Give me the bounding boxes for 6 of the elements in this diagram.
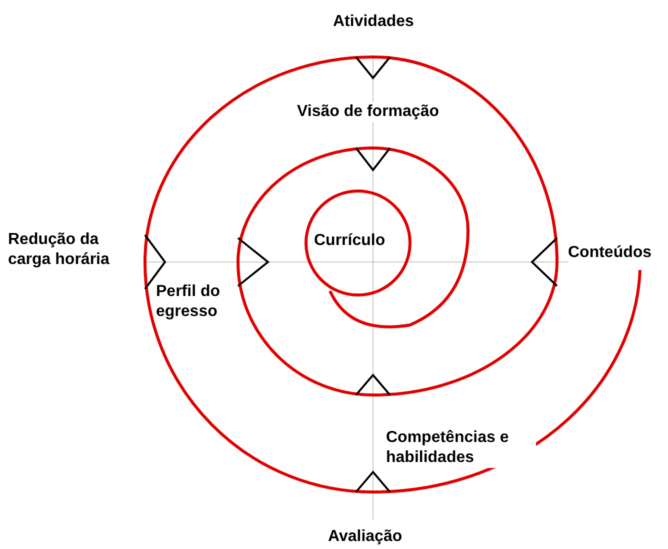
center-label: Currículo [314, 231, 386, 251]
spiral-center-circle [304, 190, 412, 296]
stage-label: Conteúdos [568, 243, 652, 263]
stage-label: Visão de formação [297, 102, 439, 122]
stage-label: Competências e habilidades [386, 428, 536, 468]
stage-label: Avaliação [328, 527, 402, 547]
